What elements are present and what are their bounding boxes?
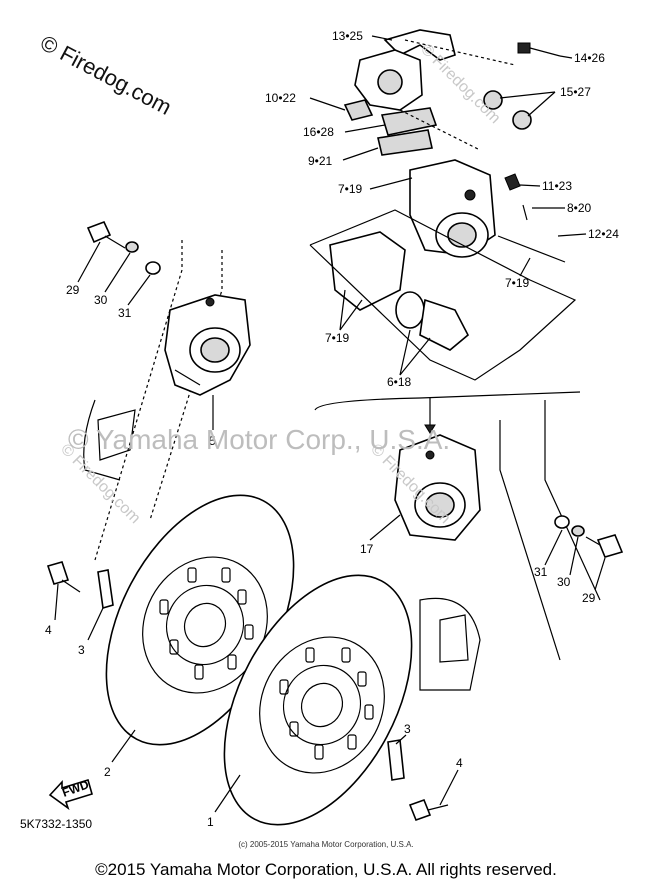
small-copyright: (c) 2005-2015 Yamaha Motor Corporation, … xyxy=(238,840,414,849)
callout-4-right: 4 xyxy=(456,756,463,770)
callout-7-19-a: 7•19 xyxy=(338,182,363,196)
callout-31-left: 31 xyxy=(118,306,132,320)
callout-labels: 13•25 14•26 15•27 10•22 16•28 9•21 7•19 … xyxy=(20,29,619,831)
disc-bolts xyxy=(46,561,449,822)
callout-2: 2 xyxy=(104,765,111,779)
callout-8-20: 8•20 xyxy=(567,201,592,215)
callout-14-26: 14•26 xyxy=(574,51,605,65)
callout-9-21: 9•21 xyxy=(308,154,333,168)
forward-arrow: FWD xyxy=(48,777,93,811)
fork-leg-right xyxy=(419,400,601,691)
callout-17: 17 xyxy=(360,542,374,556)
callout-13-25: 13•25 xyxy=(332,29,363,43)
callout-16-28: 16•28 xyxy=(303,125,334,139)
callout-11-23: 11•23 xyxy=(542,179,572,193)
callout-15-27: 15•27 xyxy=(560,85,591,99)
part-code: 5K7332-1350 xyxy=(20,817,92,831)
disc-left-vents xyxy=(159,567,254,680)
caliper-left xyxy=(164,294,251,396)
callout-7-19-c: 7•19 xyxy=(325,331,350,345)
callout-5: 5 xyxy=(209,434,216,448)
callout-3-left: 3 xyxy=(78,643,85,657)
callout-4-left: 4 xyxy=(45,623,52,637)
callout-30-left: 30 xyxy=(94,293,108,307)
footer-copyright: ©2015 Yamaha Motor Corporation, U.S.A. A… xyxy=(95,860,557,879)
callout-7-19-b: 7•19 xyxy=(505,276,530,290)
callout-12-24: 12•24 xyxy=(588,227,619,241)
callout-29-left: 29 xyxy=(66,283,80,297)
center-watermark: © Yamaha Motor Corp., U.S.A. xyxy=(68,424,451,455)
callout-3-right: 3 xyxy=(404,722,411,736)
fork-leg-left xyxy=(83,240,223,561)
callout-29-right: 29 xyxy=(582,591,596,605)
bolt-set-left xyxy=(86,220,161,275)
callout-6-18: 6•18 xyxy=(387,375,412,389)
callout-30-right: 30 xyxy=(557,575,571,589)
leader-lines xyxy=(54,35,606,813)
callout-31-right: 31 xyxy=(534,565,548,579)
caliper-right xyxy=(394,434,481,541)
callout-1: 1 xyxy=(207,815,214,829)
caliper-exploded xyxy=(309,29,581,434)
callout-10-22: 10•22 xyxy=(265,91,296,105)
brake-disc-right xyxy=(223,574,413,826)
bolt-set-right xyxy=(554,515,624,558)
disc-right-vents xyxy=(279,647,374,760)
